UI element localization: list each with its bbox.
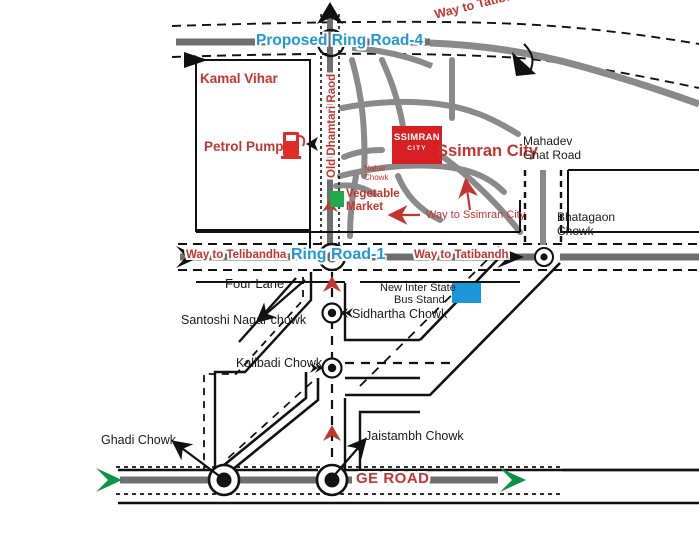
gray-road-f [347, 173, 359, 239]
place-label-ghadi-chowk: Ghadi Chowk [101, 433, 177, 447]
direction-label-way-to-tatibandh-right: Way to Tatibandh [414, 249, 509, 261]
place-label-bus-stand-line2: Bus Stand [394, 294, 445, 306]
sidhartha-chevron-b [345, 308, 353, 318]
ge-road-casing [116, 466, 562, 495]
gray-road-d [337, 162, 507, 195]
place-label-sidhartha-chowk: Sidhartha Chowk [352, 307, 448, 321]
direction-label-way-to-telibandha: Way to Telibandha [186, 249, 287, 261]
gray-road-a [349, 57, 368, 179]
place-label-four-lane: Four Lane [225, 276, 285, 291]
place-label-vegetable-market-line1: Vegetable [346, 188, 400, 200]
sw-diagonal-centre-dash [225, 381, 313, 461]
junction-dot-bhatagaon [540, 253, 548, 261]
place-label-vegetable-market-line2: Market [346, 201, 384, 213]
south-red-chevron-1 [323, 276, 341, 292]
blue-rectangle-icon [452, 283, 481, 303]
rr1-left-arrowhead [176, 246, 200, 268]
fuel-pump-icon [281, 132, 306, 159]
gray-road-c [339, 98, 521, 137]
gray-road-h [333, 182, 377, 197]
direction-label-way-to-ssimran-city: Way to Ssimran City [426, 209, 526, 221]
logo-line-2: CITY [407, 145, 427, 152]
ne-diagonal-carriageway [345, 257, 561, 397]
gray-road-e [341, 147, 385, 160]
place-label-bhatagaon-chowk-line2: Chowk [557, 224, 594, 238]
gray-road-b [379, 57, 407, 135]
prr4-band-right-tatibandh [429, 39, 699, 108]
place-label-bhatagaon-chowk-line1: Bhatagaon [557, 210, 616, 224]
logo-line-1: SSIMRAN [394, 132, 440, 143]
junction-dot-sidhartha [327, 308, 337, 318]
four-lane-carriageway [213, 272, 313, 470]
junction-circle-icon-prr4-dhamtari [316, 28, 346, 58]
gray-local-roads [333, 57, 523, 239]
junction-dot-kalibadi [327, 363, 337, 373]
kalibadi-chevron-a [310, 363, 318, 373]
santoshi-nagar-arrow [255, 279, 306, 323]
place-label-kamal-vihar: Kamal Vihar [200, 71, 278, 86]
tatibandh-arrowhead [512, 52, 536, 76]
petrol-pump-arrowhead [306, 137, 318, 151]
green-square-icon [330, 191, 344, 207]
place-label-nahar-chowk-line1: Nahar [364, 164, 386, 173]
south-red-chevron-2 [323, 425, 341, 441]
junction-dot-rr1-dhamtari [326, 251, 338, 263]
green-chevron-right-icon [500, 468, 526, 492]
ring-road-1-casing [178, 243, 699, 271]
bhatagaon-block-edges [567, 169, 699, 232]
rr1-right-chevron [497, 246, 524, 268]
road-label-ge-road: GE ROAD [356, 470, 430, 487]
place-label-nahar-chowk-line2: Chowk [364, 173, 389, 182]
kamal-vihar-block [185, 59, 311, 260]
place-label-bus-stand-line1: New Inter State [380, 282, 456, 294]
place-label-jaistambh-chowk: Jaistambh Chowk [365, 429, 464, 443]
proposed-ring-road-4-casing [171, 20, 699, 89]
rr1-outer-edges [196, 200, 699, 283]
junction-dot-jaistambh [324, 472, 340, 488]
ne-diagonal-centre-dash [359, 259, 488, 387]
kalibadi-chevron-b [315, 363, 323, 373]
jaistambh-chowk-arrow [331, 437, 367, 479]
sidhartha-block-edges [343, 283, 420, 380]
road-label-proposed-ring-road-4: Proposed Ring Road-4 [256, 32, 424, 49]
place-label-petrol-pump: Petrol Pump [204, 139, 284, 154]
place-label-mahadev-ghat-road-line1: Mahadev [523, 134, 573, 148]
up-arrow-icon [317, 2, 343, 24]
tatibandh-spur [351, 45, 434, 69]
way-to-ssimran-up-arrow [458, 177, 478, 211]
ssimran-city-logo: SSIMRAN CITY [392, 126, 442, 164]
place-label-santoshi-nagar-chowk: Santoshi Nagar chowk [181, 313, 307, 327]
road-label-ring-road-1: Ring Road-1 [291, 246, 386, 263]
sw-diagonal-carriageway [217, 372, 320, 472]
ghadi-chowk-arrow [171, 440, 223, 479]
green-chevron-left-icon [96, 468, 122, 492]
road-label-old-dhamtari-road: Old Dhamtari Raod [326, 73, 338, 178]
gray-road-g [395, 173, 443, 223]
four-lane-centre-dash [203, 277, 304, 470]
place-label-mahadev-ghat-road-line2: Ghat Road [523, 148, 582, 162]
mahadev-ghat-road-casing [523, 170, 563, 246]
place-label-kalibadi-chowk: Kalibadi Chowk [236, 356, 323, 370]
prr4-casing-bottom [171, 52, 699, 89]
place-label-ssimran-city: Ssimran City [437, 142, 538, 160]
